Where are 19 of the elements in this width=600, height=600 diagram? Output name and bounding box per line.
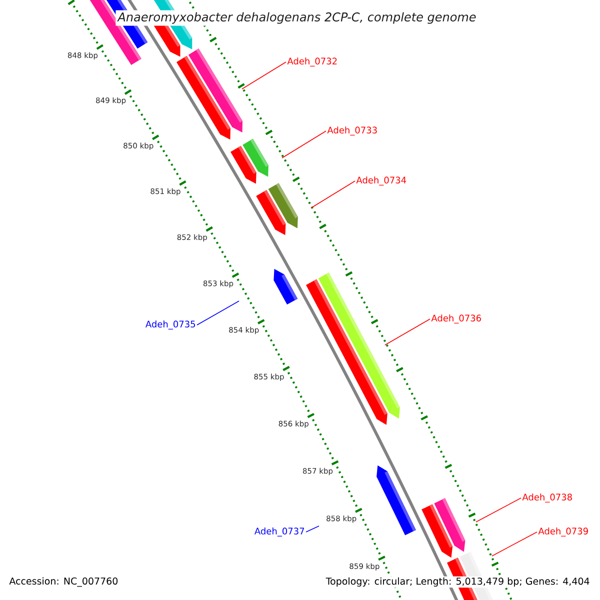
accession-label: Accession: NC_007760 — [9, 577, 118, 587]
gene-label: Adeh_0736 — [431, 314, 481, 324]
leader-line — [384, 318, 430, 346]
gene-label: Adeh_0732 — [287, 58, 337, 66]
leader-line — [306, 526, 320, 532]
genome-info-label: Topology: circular; Length: 5,013,479 bp; Genes: 4,404 — [324, 576, 591, 588]
leader-line — [242, 62, 286, 90]
leader-line — [310, 180, 356, 208]
leader-line — [196, 300, 240, 326]
gene-label: Adeh_0737 — [254, 528, 304, 536]
gene-label: Adeh_0734 — [356, 176, 406, 186]
gene-label: Adeh_0739 — [538, 528, 588, 536]
leader-line — [476, 498, 522, 522]
gene-label: Adeh_0738 — [522, 494, 572, 502]
leader-line — [282, 130, 326, 158]
gene-label: Adeh_0735 — [146, 320, 196, 330]
gene-label: Adeh_0733 — [327, 126, 377, 136]
title: Anaeromyxobacter dehalogenans 2CP-C, complete genome — [116, 10, 478, 26]
leader-line — [492, 532, 538, 556]
